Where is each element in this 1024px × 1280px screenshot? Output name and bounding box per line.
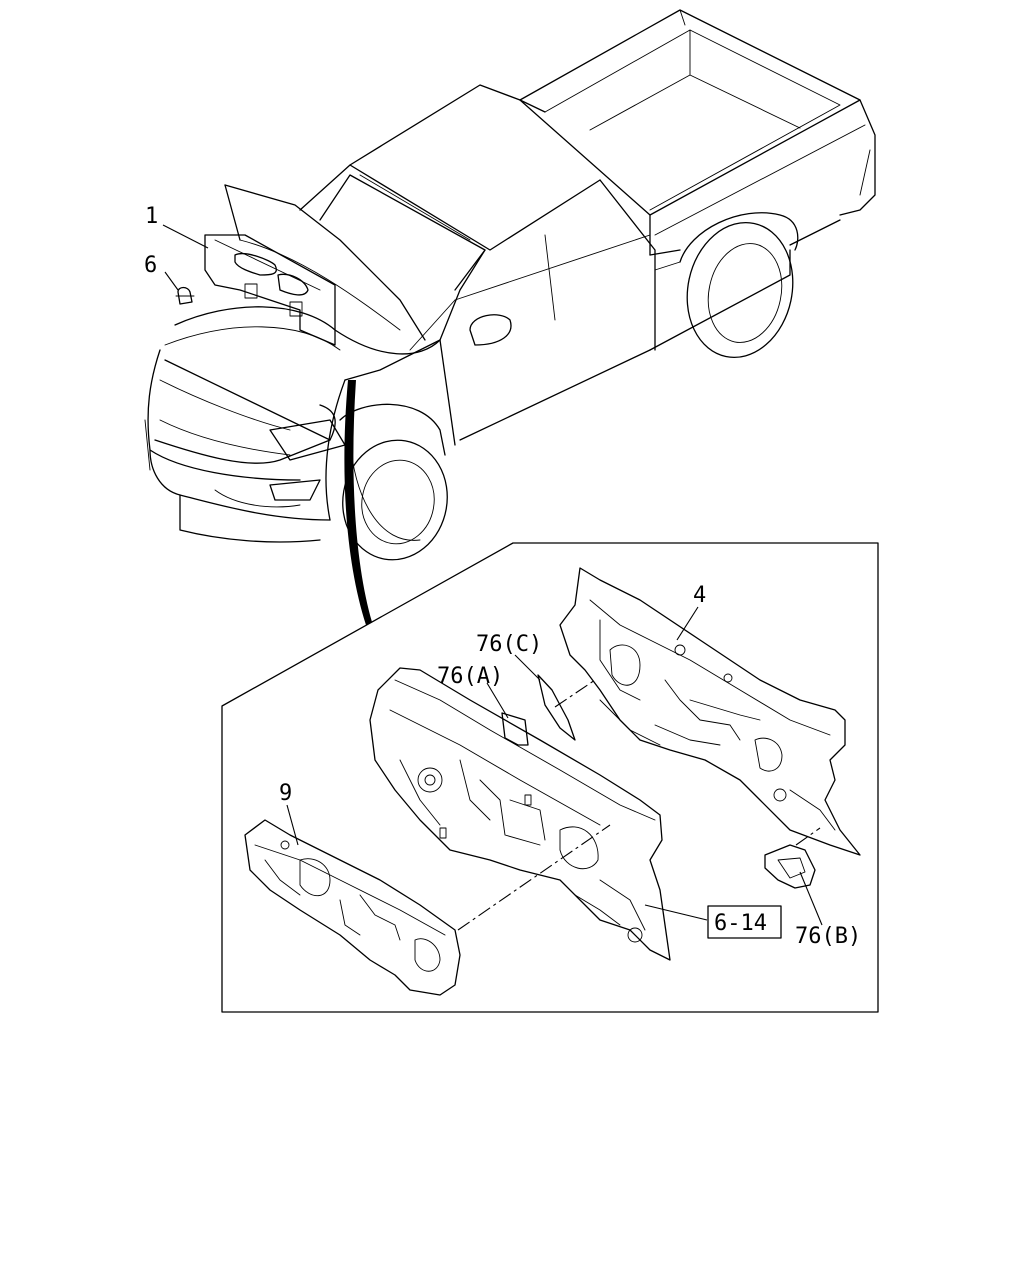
callout-76b: 76(B) [795, 924, 861, 949]
leader-6 [164, 271, 179, 291]
callout-76c: 76(C) [476, 632, 542, 657]
pickup-truck-outline [144, 9, 876, 561]
clip-fastener [175, 286, 195, 305]
callout-9: 9 [279, 781, 292, 806]
callout-76a: 76(A) [437, 664, 503, 689]
pointer-sweep [344, 380, 372, 625]
dash-panel-center [369, 667, 671, 961]
leader-4 [676, 606, 699, 641]
link-76c [554, 679, 596, 708]
callout-6: 6 [144, 253, 157, 278]
detail-frame [221, 542, 879, 1013]
callout-1: 1 [145, 204, 158, 229]
ref-box-label: 6-14 [714, 911, 767, 936]
leader-1 [162, 224, 209, 249]
callout-4: 4 [693, 583, 706, 608]
pad-76b [764, 844, 816, 889]
hood-insulator-panel [204, 234, 336, 346]
leader-76c [514, 654, 541, 681]
leader-ref [644, 904, 708, 921]
dash-insulator-upper [559, 567, 861, 856]
leader-9 [286, 804, 299, 846]
leader-76b [799, 871, 823, 926]
link-9 [457, 824, 611, 931]
pad-76c [537, 674, 576, 741]
link-76b [795, 827, 821, 846]
leader-76a [486, 682, 509, 719]
pad-76a [501, 712, 529, 746]
dash-insulator-lower [244, 819, 461, 996]
ref-box-frame [707, 905, 782, 939]
